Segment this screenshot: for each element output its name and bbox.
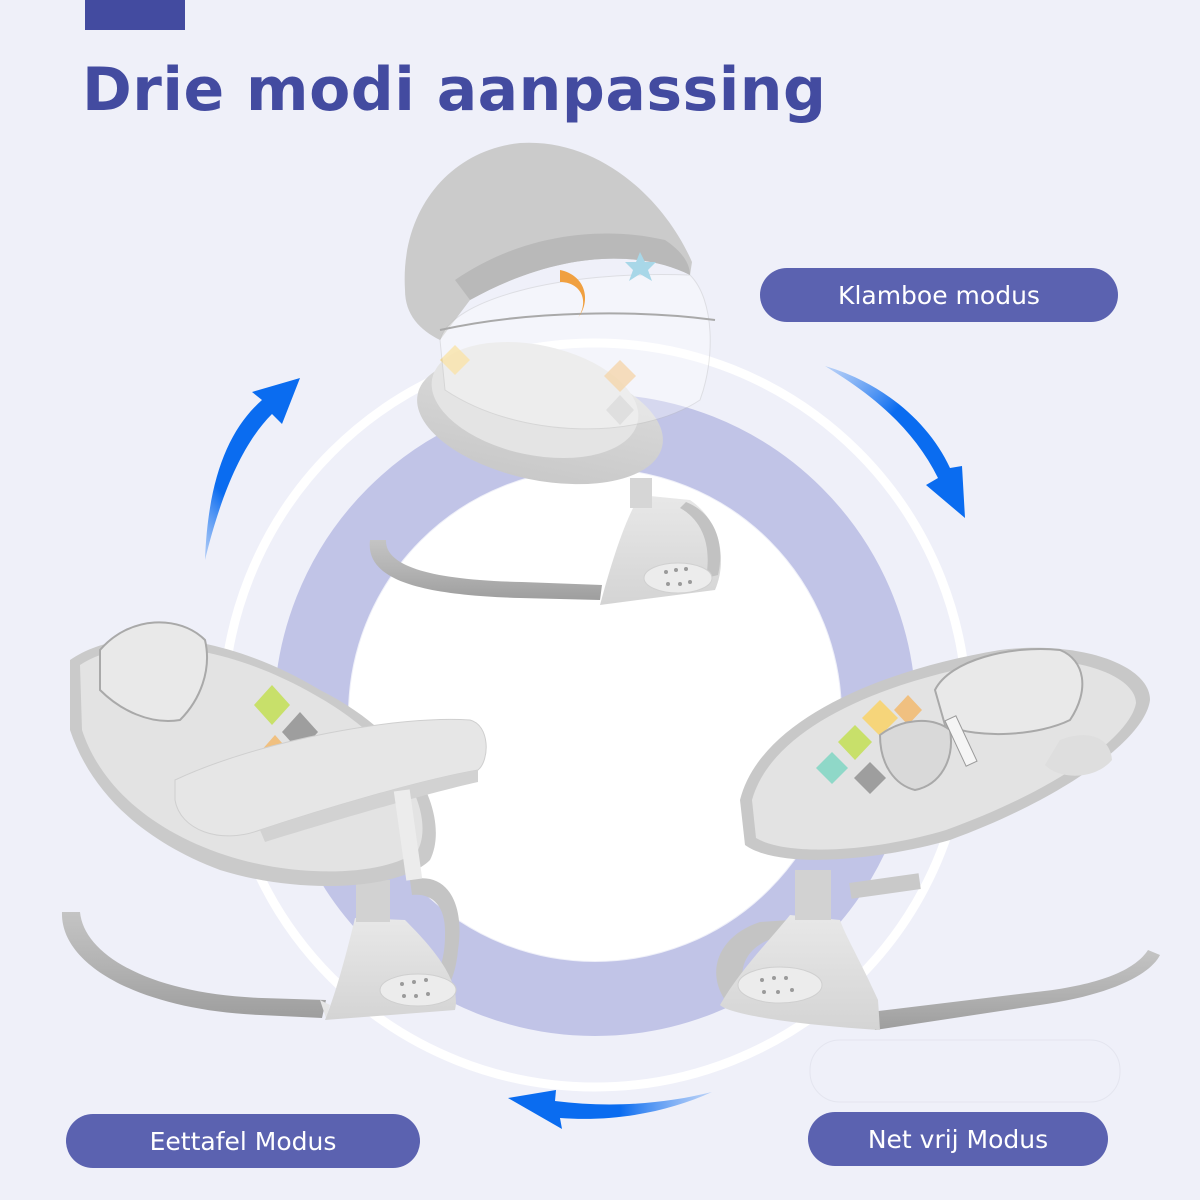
page-title: Drie modi aanpassing <box>82 55 827 125</box>
product-swing-tray <box>61 621 487 1020</box>
curved-arrow-up-right-icon <box>205 378 300 560</box>
product-swing-no-net <box>716 647 1160 1030</box>
mode-label-eettafel: Eettafel Modus <box>66 1114 420 1168</box>
curved-arrow-down-right-icon <box>825 366 965 518</box>
mode-label-klamboe: Klamboe modus <box>760 268 1118 322</box>
mode-label-net-vrij: Net vrij Modus <box>808 1112 1108 1166</box>
accent-square <box>85 0 185 30</box>
product-swing-canopy <box>369 142 722 605</box>
curved-arrow-left-icon <box>508 1090 712 1129</box>
